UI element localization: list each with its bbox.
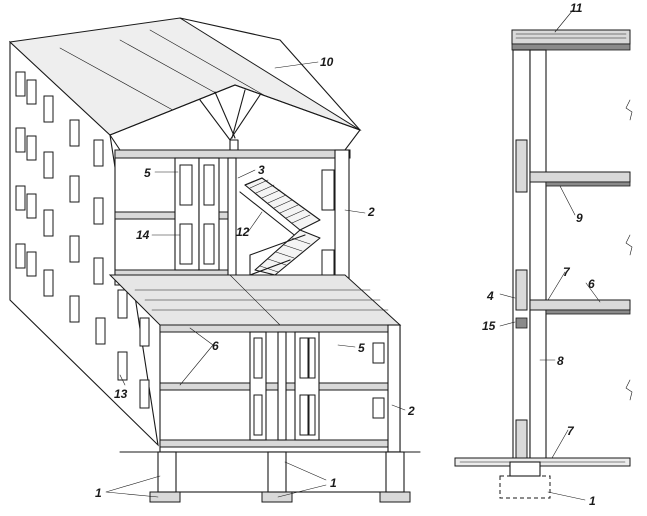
callout-1-section: 1: [589, 494, 596, 508]
lower-floor-slab-a: [159, 324, 401, 333]
callout-14: 14: [136, 228, 150, 242]
callout-1-left: 1: [95, 486, 102, 500]
floor-slab-3: [529, 171, 631, 183]
slab-joints: [134, 274, 389, 326]
callout-labels: 1 1 1 2 2 3 4 5 5 6 6 7 7 8 9 10 11 12 1…: [95, 1, 596, 508]
roof-insulation: [515, 33, 627, 39]
roof-ridge: [179, 17, 361, 131]
foundation-footing: [499, 475, 551, 499]
callout-1-middle: 1: [330, 476, 337, 490]
stair-wall: [227, 157, 237, 277]
callout-5-upper: 5: [144, 166, 151, 180]
callout-7-lower: 7: [567, 424, 575, 438]
outer-wall-section: [512, 49, 531, 461]
roof-beam: [511, 43, 631, 51]
footing-middle: [261, 491, 293, 503]
side-facade-windows: [15, 71, 150, 409]
callout-8: 8: [557, 354, 564, 368]
break-marks: [625, 99, 633, 401]
floor-beam-2: [545, 309, 631, 315]
callout-9: 9: [576, 211, 583, 225]
callout-15: 15: [482, 319, 496, 333]
axonometric-building: [8, 17, 421, 503]
callout-13: 13: [114, 387, 128, 401]
floor-beam-3: [545, 181, 631, 187]
roof-truss: [199, 89, 261, 156]
callout-6-building: 6: [212, 339, 219, 353]
callout-12: 12: [236, 225, 250, 239]
leader-lines-left: [105, 61, 406, 498]
attic-floor-slab: [114, 149, 351, 159]
lintel: [515, 317, 528, 329]
plinth: [515, 419, 528, 463]
outer-wall-right-upper: [334, 149, 350, 286]
footing-left: [149, 491, 181, 503]
outer-wall-right-lower: [387, 324, 401, 453]
ground-floor-slab: [159, 439, 401, 448]
pier-upper: [515, 139, 528, 193]
lower-interior-wall-a: [277, 331, 287, 441]
gable-rafters: [109, 84, 361, 136]
callout-5-lower: 5: [358, 341, 365, 355]
callout-11: 11: [570, 1, 583, 15]
foundation-top: [509, 461, 541, 477]
footing-right: [379, 491, 411, 503]
callout-2-upper: 2: [367, 205, 375, 219]
roof-slab: [511, 29, 631, 45]
callout-4: 4: [486, 289, 494, 303]
pier-lower: [515, 269, 528, 311]
callout-10: 10: [320, 55, 334, 69]
inner-column: [529, 49, 547, 461]
callout-6-section: 6: [588, 277, 595, 291]
floor-slab-2: [529, 299, 631, 311]
callout-3: 3: [258, 163, 265, 177]
leader-lines-right: [499, 9, 601, 501]
callout-2-lower: 2: [407, 404, 415, 418]
callout-7-upper: 7: [563, 265, 571, 279]
staircase: [239, 177, 321, 276]
wall-section: [454, 9, 633, 501]
